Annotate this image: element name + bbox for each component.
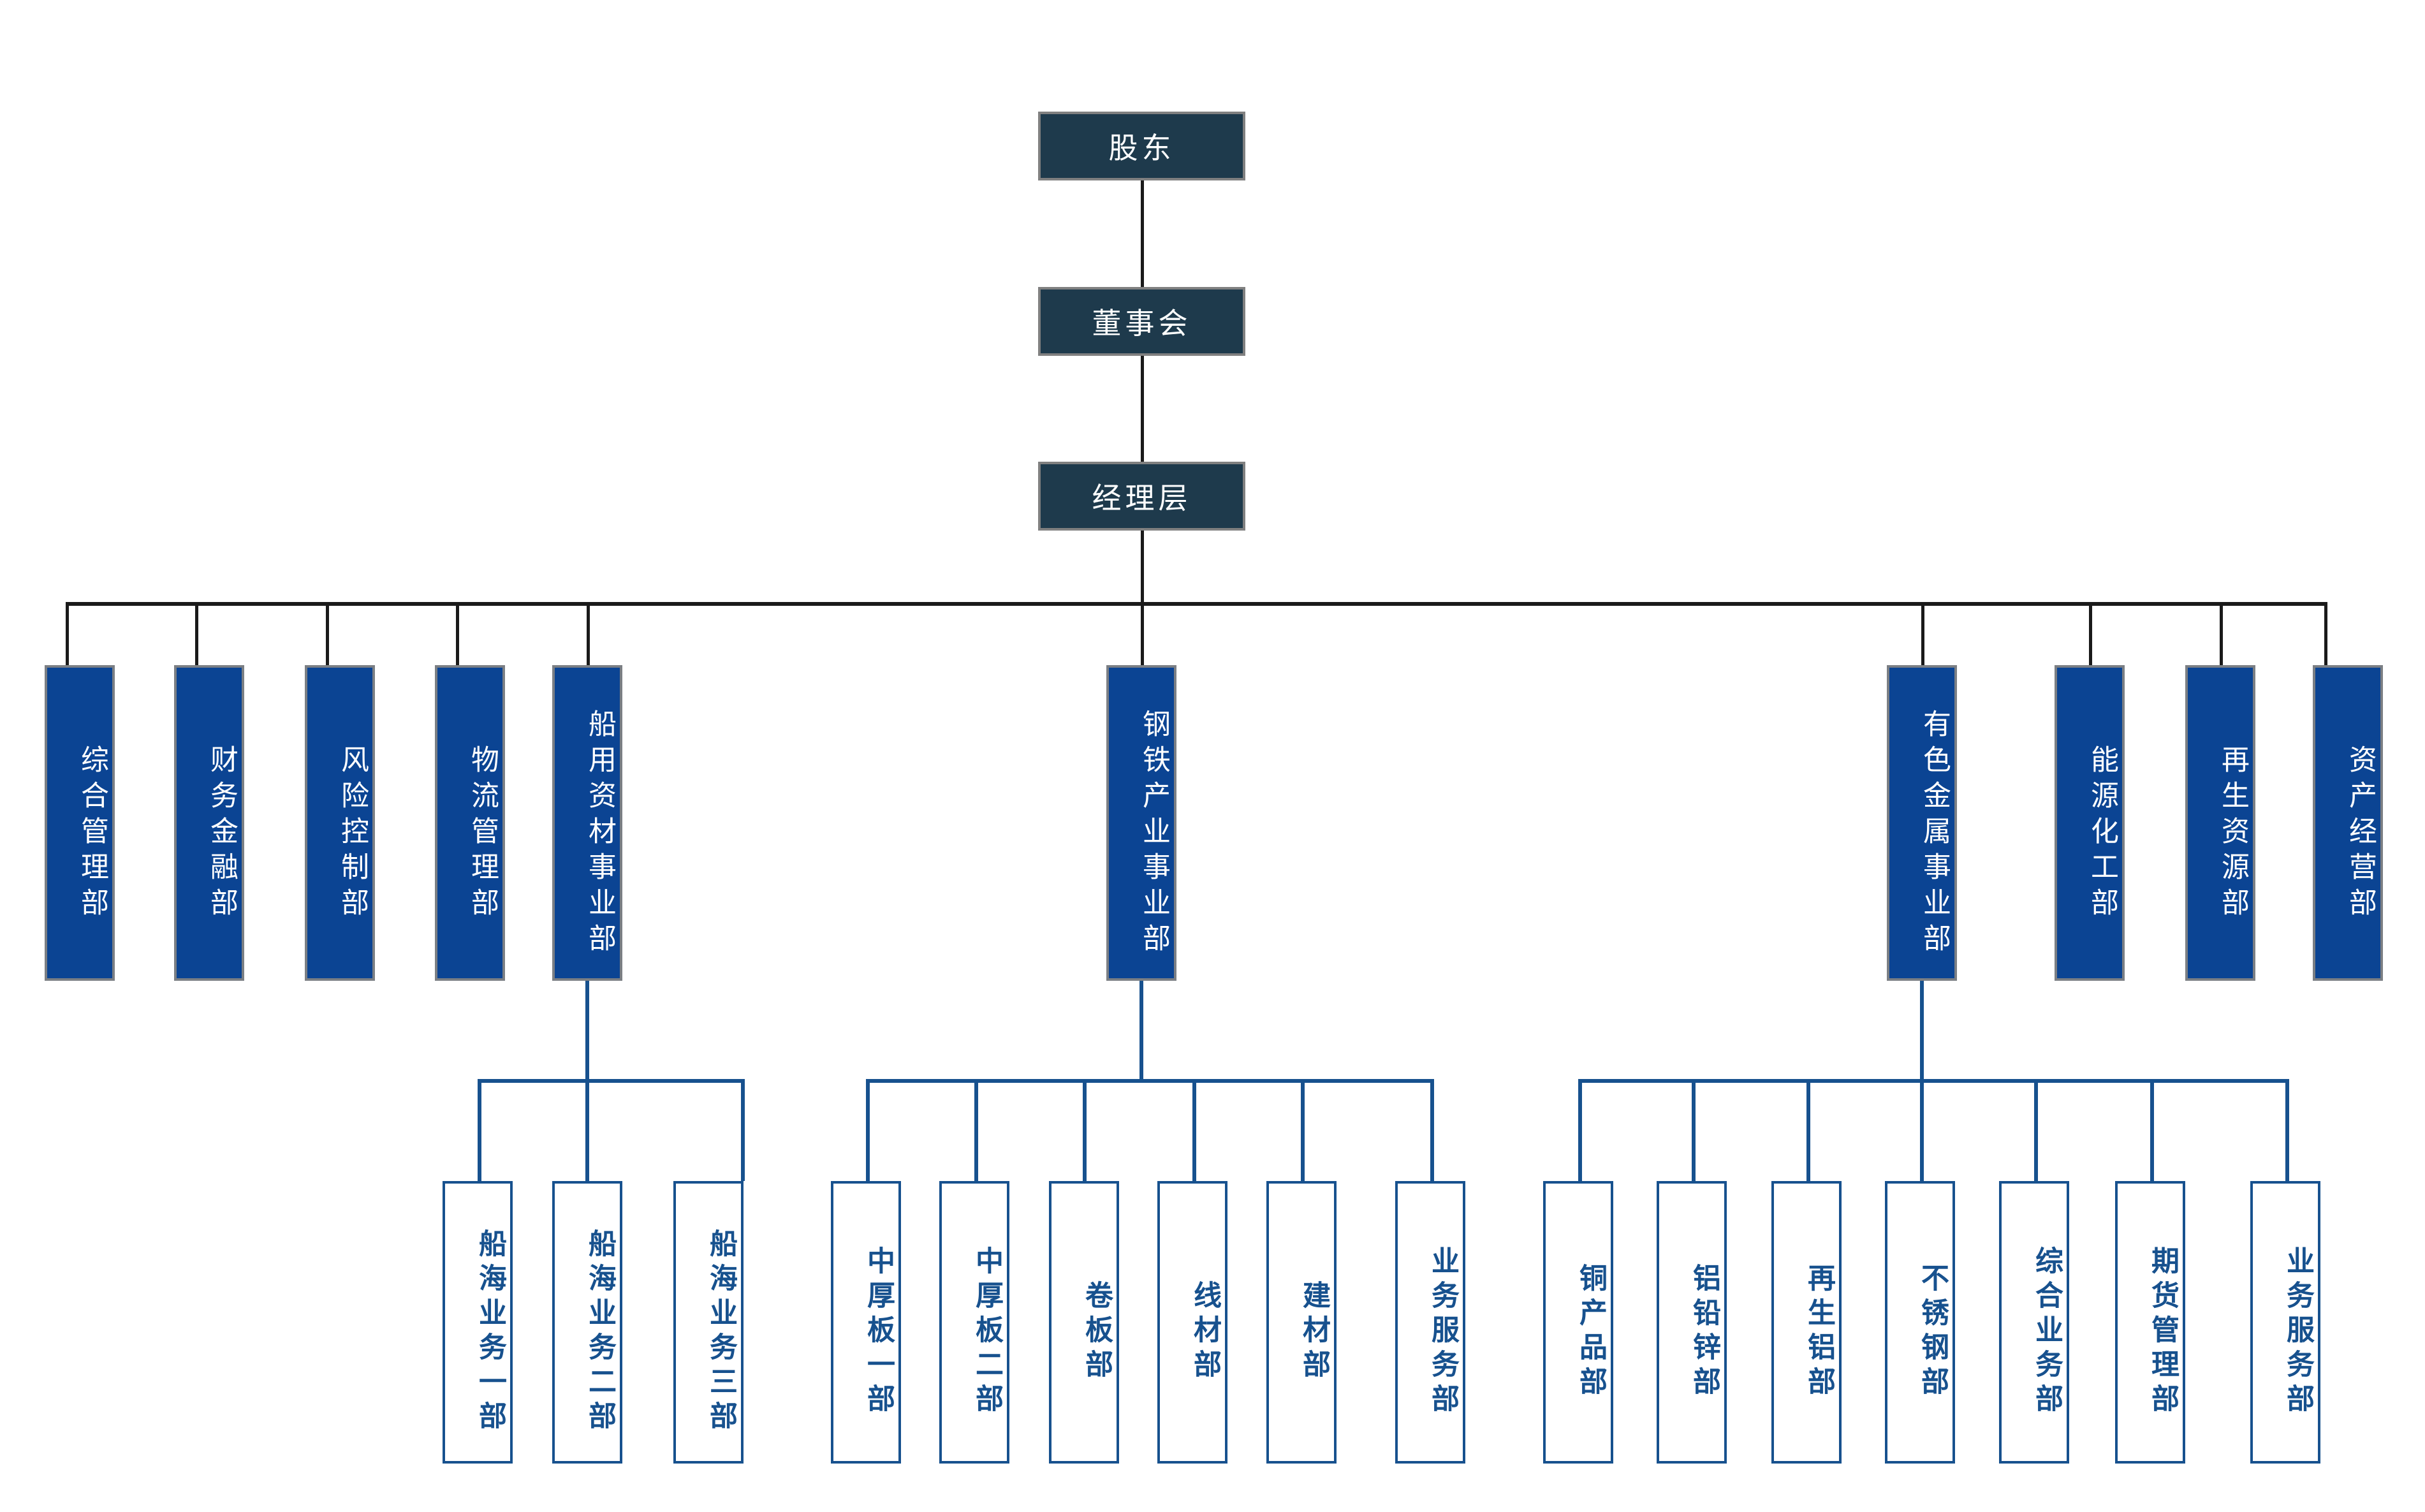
node-finance-dept[interactable]: 财务金融部 (174, 665, 244, 981)
node-stainless-steel-dept[interactable]: 不锈钢部 (1885, 1181, 1955, 1464)
drop-line-renewable-resources-dept (2220, 602, 2223, 665)
drop-line-marine-business-dept-1 (478, 1079, 481, 1181)
drop-line-nonferrous-business-service-dept (2285, 1079, 2289, 1181)
node-label: 建材部 (1298, 1280, 1330, 1384)
connector-board-to-management (1141, 356, 1144, 462)
node-nonferrous-business-service-dept[interactable]: 业务服务部 (2250, 1181, 2320, 1464)
node-label: 有色金属事业部 (1919, 708, 1950, 959)
node-label: 船海业务三部 (705, 1228, 736, 1435)
drop-line-risk-control-dept (326, 602, 329, 665)
connector-marine-division-to-bus (585, 981, 589, 1081)
drop-line-asset-operation-dept (2324, 602, 2327, 665)
drop-line-building-materials-dept (1301, 1079, 1305, 1181)
node-copper-products-dept[interactable]: 铜产品部 (1543, 1181, 1613, 1464)
node-wire-rod-dept[interactable]: 线材部 (1157, 1181, 1227, 1464)
node-label: 中厚板一部 (863, 1245, 894, 1418)
node-label: 卷板部 (1081, 1280, 1112, 1384)
drop-line-marine-materials-division (587, 602, 590, 665)
node-label: 不锈钢部 (1917, 1263, 1948, 1401)
node-label: 铝铅锌部 (1689, 1263, 1720, 1401)
connector-shareholders-to-board (1141, 180, 1144, 287)
drop-line-wire-rod-dept (1192, 1079, 1196, 1181)
node-label: 经理层 (1092, 481, 1192, 515)
node-label: 风险控制部 (337, 744, 368, 923)
marine-bus (478, 1079, 745, 1083)
node-label: 股东 (1108, 131, 1175, 165)
node-label: 综合业务部 (2031, 1245, 2062, 1418)
node-board-of-directors[interactable]: 董事会 (1038, 287, 1245, 356)
node-label: 物流管理部 (467, 744, 498, 923)
node-label: 董事会 (1092, 307, 1192, 340)
node-marine-business-dept-1[interactable]: 船海业务一部 (443, 1181, 513, 1464)
node-label: 再生铝部 (1803, 1263, 1835, 1401)
node-label: 期货管理部 (2147, 1245, 2178, 1418)
node-coil-plate-dept[interactable]: 卷板部 (1049, 1181, 1119, 1464)
steel-bus (866, 1079, 1434, 1083)
node-label: 业务服务部 (1427, 1245, 1458, 1418)
node-logistics-management-dept[interactable]: 物流管理部 (435, 665, 505, 981)
drop-line-marine-business-dept-3 (741, 1079, 745, 1181)
connector-steel-division-to-bus (1139, 981, 1143, 1081)
drop-line-integrated-business-dept (2034, 1079, 2038, 1181)
node-label: 船用资材事业部 (584, 708, 615, 959)
drop-line-medium-plate-dept-2 (974, 1079, 978, 1181)
node-label: 再生资源部 (2217, 744, 2248, 923)
node-futures-management-dept[interactable]: 期货管理部 (2115, 1181, 2185, 1464)
node-energy-chemical-dept[interactable]: 能源化工部 (2055, 665, 2125, 981)
drop-line-steel-business-service-dept (1430, 1079, 1434, 1181)
drop-line-marine-business-dept-2 (585, 1079, 589, 1181)
node-label: 资产经营部 (2345, 744, 2376, 923)
node-marine-materials-division[interactable]: 船用资材事业部 (552, 665, 622, 981)
drop-line-nonferrous-metals-division (1921, 602, 1924, 665)
nonferrous-bus (1578, 1079, 2289, 1083)
connector-management-to-trunk (1141, 531, 1144, 604)
node-label: 铜产品部 (1575, 1263, 1606, 1401)
node-integrated-business-dept[interactable]: 综合业务部 (1999, 1181, 2069, 1464)
node-label: 船海业务二部 (584, 1228, 615, 1435)
drop-line-general-management-dept (66, 602, 69, 665)
node-asset-operation-dept[interactable]: 资产经营部 (2313, 665, 2383, 981)
node-management-layer[interactable]: 经理层 (1038, 462, 1245, 531)
node-marine-business-dept-2[interactable]: 船海业务二部 (552, 1181, 622, 1464)
node-label: 能源化工部 (2086, 744, 2118, 923)
node-aluminum-lead-zinc-dept[interactable]: 铝铅锌部 (1657, 1181, 1727, 1464)
drop-line-coil-plate-dept (1083, 1079, 1087, 1181)
node-steel-business-service-dept[interactable]: 业务服务部 (1395, 1181, 1465, 1464)
node-risk-control-dept[interactable]: 风险控制部 (305, 665, 375, 981)
drop-line-medium-plate-dept-1 (866, 1079, 870, 1181)
node-general-management-dept[interactable]: 综合管理部 (45, 665, 115, 981)
connector-nonferrous-division-to-bus (1920, 981, 1924, 1081)
node-label: 线材部 (1189, 1280, 1220, 1384)
drop-line-futures-management-dept (2150, 1079, 2154, 1181)
drop-line-copper-products-dept (1578, 1079, 1582, 1181)
node-renewable-resources-dept[interactable]: 再生资源部 (2185, 665, 2255, 981)
node-label: 业务服务部 (2282, 1245, 2313, 1418)
node-medium-plate-dept-2[interactable]: 中厚板二部 (939, 1181, 1009, 1464)
node-label: 钢铁产业事业部 (1138, 708, 1169, 959)
node-marine-business-dept-3[interactable]: 船海业务三部 (673, 1181, 744, 1464)
drop-line-energy-chemical-dept (2089, 602, 2092, 665)
drop-line-stainless-steel-dept (1920, 1079, 1924, 1181)
node-label: 综合管理部 (77, 744, 108, 923)
node-recycled-aluminum-dept[interactable]: 再生铝部 (1771, 1181, 1842, 1464)
drop-line-logistics-management-dept (456, 602, 459, 665)
drop-line-aluminum-lead-zinc-dept (1692, 1079, 1696, 1181)
node-medium-plate-dept-1[interactable]: 中厚板一部 (831, 1181, 901, 1464)
drop-line-finance-dept (195, 602, 198, 665)
node-building-materials-dept[interactable]: 建材部 (1266, 1181, 1337, 1464)
node-steel-industry-division[interactable]: 钢铁产业事业部 (1106, 665, 1176, 981)
node-shareholders[interactable]: 股东 (1038, 112, 1245, 180)
node-label: 中厚板二部 (971, 1245, 1002, 1418)
division-trunk-bus (66, 602, 2327, 606)
node-nonferrous-metals-division[interactable]: 有色金属事业部 (1887, 665, 1957, 981)
node-label: 船海业务一部 (474, 1228, 506, 1435)
drop-line-recycled-aluminum-dept (1806, 1079, 1810, 1181)
node-label: 财务金融部 (206, 744, 237, 923)
drop-line-steel-industry-division (1141, 602, 1144, 665)
